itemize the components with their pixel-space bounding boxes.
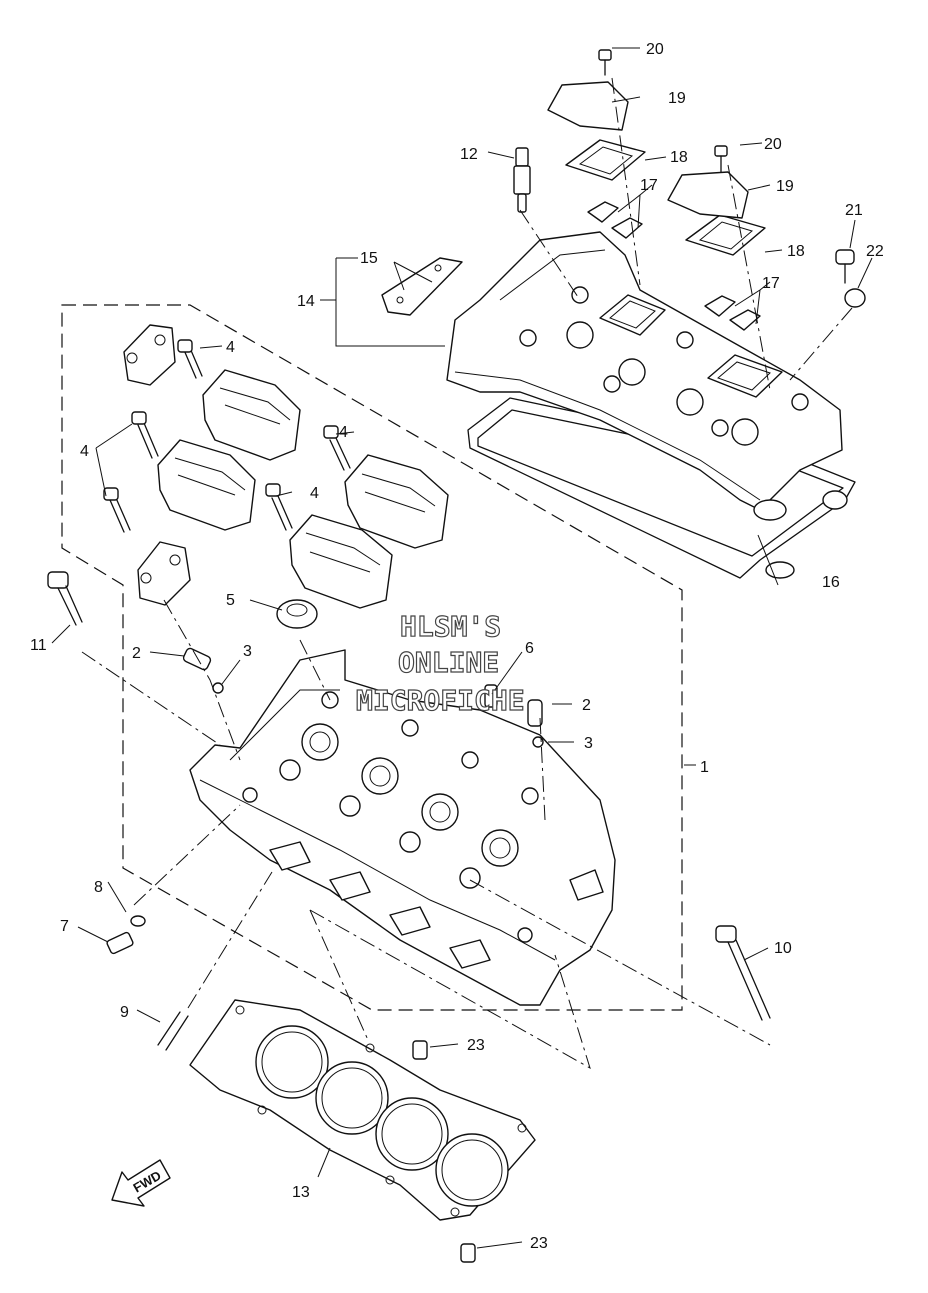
callout: 4 [339, 424, 348, 441]
callout: 12 [460, 146, 478, 163]
callout: 4 [80, 443, 89, 460]
leader-lines [51, 47, 873, 1249]
callout: 6 [525, 640, 534, 657]
watermark-line-2: ONLINE [398, 646, 499, 679]
callout: 14 [297, 293, 315, 310]
callout: 9 [120, 1004, 129, 1021]
callout: 19 [776, 178, 794, 195]
callout: 3 [243, 643, 252, 660]
callout: 18 [670, 149, 688, 166]
callout: 1 [700, 759, 709, 776]
camshaft-caps [123, 324, 449, 609]
callout: 17 [762, 275, 780, 292]
assembly-boundary [61, 304, 683, 1011]
callout: 5 [226, 592, 235, 609]
fwd-arrow-icon: FWD [111, 1159, 171, 1207]
callout: 8 [94, 879, 103, 896]
callout: 23 [530, 1235, 548, 1252]
callout: 7 [60, 918, 69, 935]
callout: 23 [467, 1037, 485, 1054]
watermark-line-1: HLSM'S [400, 610, 501, 643]
callout: 4 [226, 339, 235, 356]
callout: 19 [668, 90, 686, 107]
callout-labels: 1 2 2 3 3 4 4 4 4 5 6 7 8 9 10 11 12 13 … [30, 41, 884, 1252]
callout: 2 [132, 645, 141, 662]
callout: 21 [845, 202, 863, 219]
cylinder-head [189, 649, 616, 1006]
callout: 2 [582, 697, 591, 714]
callout: 3 [584, 735, 593, 752]
watermark-line-3: MICROFICHE [356, 684, 525, 717]
callout: 10 [774, 940, 792, 957]
callout: 20 [646, 41, 664, 58]
callout: 11 [30, 637, 47, 654]
callout: 13 [292, 1184, 310, 1201]
cylinder-head-cover [446, 231, 856, 579]
watermark: HLSM'S ONLINE MICROFICHE [355, 609, 525, 717]
callout: 22 [866, 243, 884, 260]
callout: 20 [764, 136, 782, 153]
callout: 17 [640, 177, 658, 194]
callout: 4 [310, 485, 319, 502]
callout: 16 [822, 574, 840, 591]
callout: 15 [360, 250, 378, 267]
cylinder-head-gasket [189, 999, 536, 1221]
callout: 18 [787, 243, 805, 260]
camshaft-cap-bolts [103, 339, 351, 533]
